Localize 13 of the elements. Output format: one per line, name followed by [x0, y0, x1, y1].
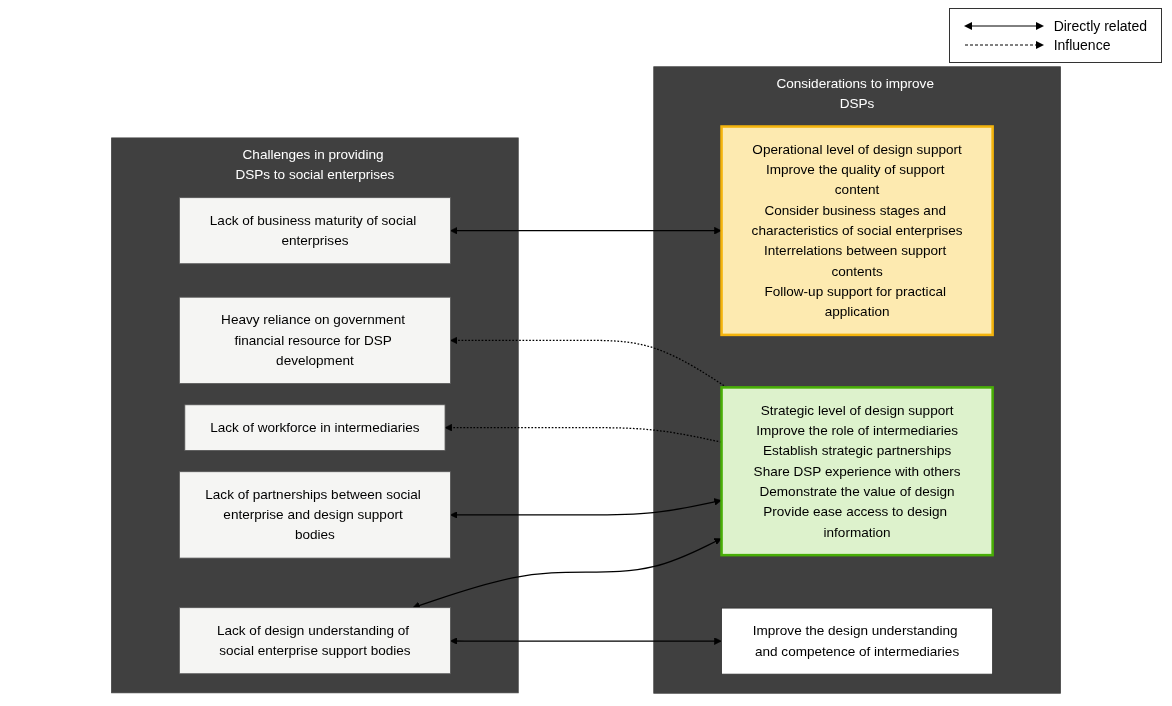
- node-box: Heavy reliance on government financial resource for DSP development: [178, 296, 451, 385]
- node-box: Lack of business maturity of social enterprises: [178, 197, 451, 265]
- node-box: Improve the design understanding and competence of intermediaries: [721, 607, 994, 675]
- legend-label: Directly related: [1053, 18, 1147, 34]
- legend-label: Influence: [1053, 37, 1111, 53]
- node-box: Lack of design understanding of social enterprise support bodies: [178, 607, 451, 675]
- node-box: Strategic level of design support Improve the role of intermediaries Establish strategic partnerships Share DSP experience with others Demonstrate the value of design Provide ease access to design information: [720, 386, 994, 557]
- arrow: [450, 498, 722, 519]
- arrow: [450, 637, 722, 645]
- node-box: Operational level of design support Improve the quality of support content Consider business stages and characteristics of social enterprises Interrelations between support contents Follow-up support for practical application: [720, 125, 994, 337]
- arrow: [450, 226, 722, 235]
- node-box: Lack of workforce in intermediaries: [184, 404, 446, 451]
- node-box: Lack of partnerships between social enterprise and design support bodies: [178, 471, 451, 559]
